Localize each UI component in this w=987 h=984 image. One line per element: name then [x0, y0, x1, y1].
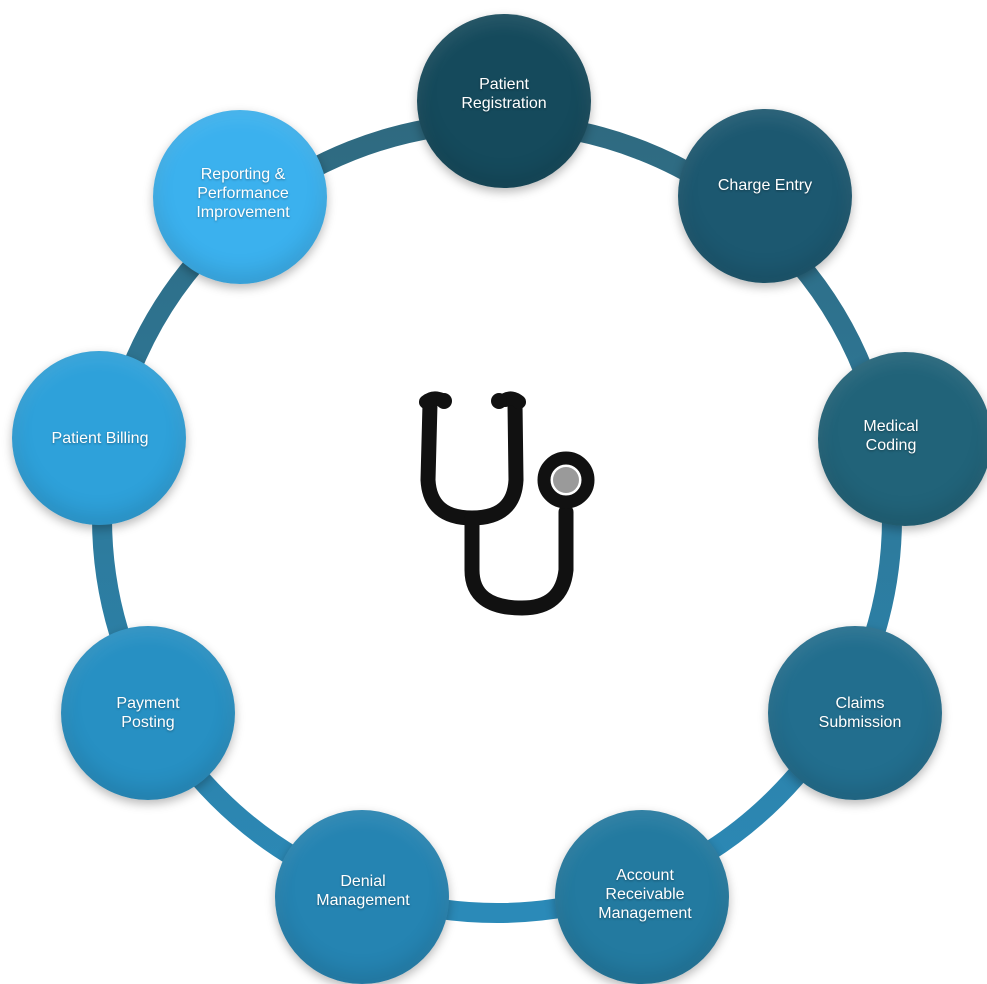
step-label: Patient Registration [461, 76, 547, 112]
step-label: Payment Posting [116, 695, 180, 731]
step-claims-submission: Claims Submission [768, 626, 942, 800]
step-label: Claims Submission [818, 695, 902, 731]
step-medical-coding: Medical Coding [818, 352, 987, 526]
step-payment-posting: Payment Posting [61, 626, 235, 800]
step-denial-management: Denial Management [275, 810, 449, 984]
step-label: Account Receivable Management [598, 866, 692, 922]
step-reporting-performance-improvement: Reporting & Performance Improvement [153, 110, 327, 284]
step-label: Charge Entry [717, 176, 813, 194]
step-patient-billing: Patient Billing [12, 351, 186, 525]
step-label: Denial Management [316, 873, 410, 909]
step-label: Patient Billing [51, 429, 149, 447]
step-patient-registration: Patient Registration [417, 14, 591, 188]
step-label: Reporting & Performance Improvement [196, 165, 290, 221]
step-label: Medical Coding [863, 418, 919, 454]
stethoscope-icon [419, 391, 595, 616]
step-account-receivable-management: Account Receivable Management [555, 810, 729, 984]
step-charge-entry: Charge Entry [678, 109, 852, 283]
